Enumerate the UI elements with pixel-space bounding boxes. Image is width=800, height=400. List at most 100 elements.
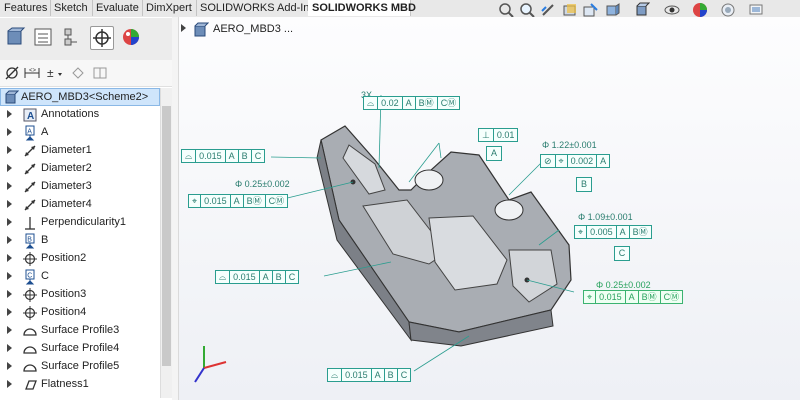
tree-item-position2[interactable]: Position2 xyxy=(0,250,160,268)
datum-b-label[interactable]: B xyxy=(576,177,592,192)
fcf-position-selected[interactable]: ⌖ 0.015 A BⓂ CⓂ xyxy=(583,290,684,304)
datum-icon: A xyxy=(25,125,35,141)
part-model[interactable] xyxy=(179,40,800,400)
datum-c-label[interactable]: C xyxy=(614,246,630,261)
fcf-position-bore[interactable]: ⊘ ⌖ 0.002 A xyxy=(540,154,611,168)
dimxpert-manager-tab-icon[interactable] xyxy=(90,26,114,50)
datum-a-label[interactable]: A xyxy=(486,146,502,161)
coordinate-triad xyxy=(194,346,227,383)
position-icon xyxy=(23,288,37,302)
tree-root-scheme[interactable]: AERO_MBD3<Scheme2> xyxy=(0,88,160,106)
location-dimension-icon[interactable]: <> xyxy=(24,66,40,80)
expand-arrow-icon[interactable] xyxy=(7,308,12,316)
tree-item-diameter4[interactable]: Diameter4 xyxy=(0,196,160,214)
tree-item-diameter1[interactable]: Diameter1 xyxy=(0,142,160,160)
expand-arrow-icon[interactable] xyxy=(7,362,12,370)
position-icon: ⌖ xyxy=(556,155,568,167)
tab-sketch[interactable]: Sketch xyxy=(50,0,93,16)
datum-icon[interactable] xyxy=(70,66,86,80)
svg-text:B: B xyxy=(27,237,32,244)
expand-arrow-icon[interactable] xyxy=(7,128,12,136)
tab-evaluate[interactable]: Evaluate xyxy=(92,0,143,16)
large-hole xyxy=(414,169,444,191)
expand-arrow-icon[interactable] xyxy=(7,164,12,172)
expand-arrow-icon[interactable] xyxy=(7,200,12,208)
section-view-icon[interactable] xyxy=(562,2,578,18)
tab-solidworks-add-ins[interactable]: SOLIDWORKS Add-Ins xyxy=(196,0,315,16)
dimension-text[interactable]: Φ 1.09±0.001 xyxy=(578,212,633,222)
expand-arrow-icon[interactable] xyxy=(7,236,12,244)
position-icon: ⌖ xyxy=(575,226,588,238)
tree-item-label: Position4 xyxy=(41,306,87,318)
zoom-area-icon[interactable] xyxy=(519,2,535,18)
expand-arrow-icon[interactable] xyxy=(7,146,12,154)
flatness-icon xyxy=(25,380,37,390)
tree-item-label: Surface Profile5 xyxy=(41,360,120,372)
scrollbar-thumb[interactable] xyxy=(162,106,171,366)
view-orientation-icon[interactable] xyxy=(604,2,620,18)
expand-arrow-icon[interactable] xyxy=(7,326,12,334)
tab-solidworks-mbd[interactable]: SOLIDWORKS MBD xyxy=(308,0,416,16)
tree-item-label: Diameter3 xyxy=(41,180,92,192)
fcf-perpendicularity[interactable]: ⊥ 0.01 xyxy=(478,128,519,142)
fcf-profile-bottom[interactable]: ⌓ 0.015 A B C xyxy=(327,368,412,382)
tab-dimxpert[interactable]: DimXpert xyxy=(142,0,197,16)
datum-ref: A xyxy=(226,150,239,162)
dimension-text[interactable]: Φ 0.25±0.002 xyxy=(235,179,290,189)
dynamic-annotation-icon[interactable] xyxy=(582,2,598,18)
dimension-text[interactable]: Φ 1.22±0.001 xyxy=(542,140,597,150)
expand-arrow-icon[interactable] xyxy=(7,380,12,388)
expand-arrow-icon[interactable] xyxy=(7,272,12,280)
geometric-tolerance-icon[interactable] xyxy=(92,66,108,80)
tree-item-label: Diameter1 xyxy=(41,144,92,156)
hide-show-items-icon[interactable] xyxy=(664,2,680,18)
tree-item-surface-profile3[interactable]: Surface Profile3 xyxy=(0,322,160,340)
pocket-1 xyxy=(342,144,386,195)
fcf-profile-middle[interactable]: ⌓ 0.015 A B C xyxy=(215,270,300,284)
tree-item-datum-b[interactable]: B B xyxy=(0,232,160,250)
expand-arrow-icon[interactable] xyxy=(7,254,12,262)
tree-item-flatness1[interactable]: Flatness1 xyxy=(0,376,160,394)
fcf-position-right[interactable]: ⌖ 0.005 A BⓂ xyxy=(574,225,652,239)
property-manager-tab-icon[interactable] xyxy=(32,26,54,48)
expand-arrow-icon[interactable] xyxy=(7,218,12,226)
feature-manager-tab-icon[interactable] xyxy=(4,26,26,48)
count-label[interactable]: 3X xyxy=(361,90,373,100)
configuration-manager-tab-icon[interactable] xyxy=(60,26,82,48)
expand-arrow-icon[interactable] xyxy=(7,182,12,190)
expand-arrow-icon[interactable] xyxy=(7,110,12,118)
tab-features[interactable]: Features xyxy=(0,0,51,16)
tree-item-position3[interactable]: Position3 xyxy=(0,286,160,304)
datum-icon: B xyxy=(25,233,35,249)
datum-ref: BⓂ xyxy=(639,291,661,303)
auto-dimension-scheme-icon[interactable] xyxy=(5,66,19,80)
tree-item-annotations[interactable]: A Annotations xyxy=(0,106,160,124)
display-manager-tab-icon[interactable] xyxy=(120,26,142,48)
size-dimension-icon[interactable]: ± xyxy=(46,66,64,80)
perpendicularity-icon: ⊥ xyxy=(479,129,494,141)
tree-item-datum-c[interactable]: C C xyxy=(0,268,160,286)
tree-item-diameter3[interactable]: Diameter3 xyxy=(0,178,160,196)
zoom-to-fit-icon[interactable] xyxy=(498,2,514,18)
fcf-profile-left[interactable]: ⌓ 0.015 A B C xyxy=(181,149,266,163)
view-settings-icon[interactable] xyxy=(748,2,764,18)
fcf-position-left[interactable]: ⌖ 0.015 A BⓂ CⓂ xyxy=(188,194,289,208)
previous-view-icon[interactable] xyxy=(540,2,556,18)
fcf-profile-top[interactable]: ⌓ 0.02 A BⓂ CⓂ xyxy=(363,96,461,110)
dimension-text-selected[interactable]: Φ 0.25±0.002 xyxy=(596,280,651,290)
tree-scrollbar[interactable] xyxy=(160,88,172,398)
apply-scene-icon[interactable] xyxy=(720,2,736,18)
tree-item-datum-a[interactable]: A A xyxy=(0,124,160,142)
pane-splitter[interactable] xyxy=(172,17,179,400)
tree-item-surface-profile5[interactable]: Surface Profile5 xyxy=(0,358,160,376)
tree-item-position4[interactable]: Position4 xyxy=(0,304,160,322)
expand-arrow-icon[interactable] xyxy=(7,344,12,352)
tree-item-diameter2[interactable]: Diameter2 xyxy=(0,160,160,178)
expand-arrow-icon[interactable] xyxy=(7,290,12,298)
tree-item-label: Perpendicularity1 xyxy=(41,216,126,228)
tree-item-surface-profile4[interactable]: Surface Profile4 xyxy=(0,340,160,358)
display-style-icon[interactable] xyxy=(634,2,650,18)
tree-item-perpendicularity1[interactable]: Perpendicularity1 xyxy=(0,214,160,232)
breadcrumb-arrow-icon[interactable] xyxy=(181,24,186,32)
edit-appearance-icon[interactable] xyxy=(692,2,708,18)
